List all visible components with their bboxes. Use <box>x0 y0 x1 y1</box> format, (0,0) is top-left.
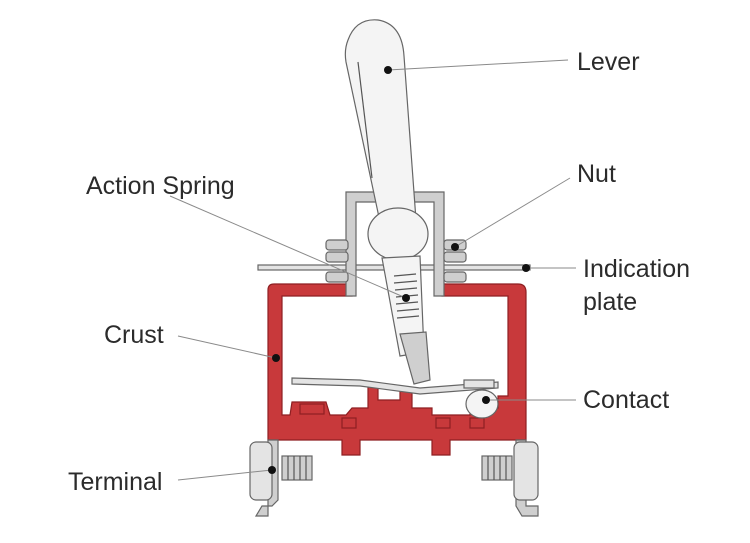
label-indication-plate-line2: plate <box>583 288 637 316</box>
terminal-callout-dot <box>268 466 276 474</box>
plunger <box>381 255 431 385</box>
callout-contact <box>482 396 576 404</box>
callout-lever <box>384 59 569 74</box>
nut-left <box>325 239 349 283</box>
label-terminal: Terminal <box>68 468 162 496</box>
label-action-spring: Action Spring <box>86 172 235 200</box>
callout-nut <box>451 177 571 251</box>
indication-plate-callout-dot <box>522 264 530 272</box>
label-crust: Crust <box>104 321 164 349</box>
lever-callout-dot <box>384 66 392 74</box>
label-indication-plate-line1: Indication <box>583 255 690 283</box>
terminal-left <box>249 439 313 517</box>
label-lever: Lever <box>577 48 640 76</box>
action-spring <box>393 273 420 319</box>
lever <box>344 19 429 261</box>
contact-blade <box>291 377 499 419</box>
crust-callout-dot <box>272 354 280 362</box>
nut-callout-dot <box>451 243 459 251</box>
terminal-right <box>481 439 539 517</box>
callout-action-spring <box>169 195 410 302</box>
label-nut: Nut <box>577 160 616 188</box>
contact-callout-dot <box>482 396 490 404</box>
callout-crust <box>177 335 280 362</box>
callout-indication-plate <box>522 264 576 272</box>
label-contact: Contact <box>583 386 669 414</box>
callout-terminal <box>177 466 276 481</box>
action-spring-callout-dot <box>402 294 410 302</box>
